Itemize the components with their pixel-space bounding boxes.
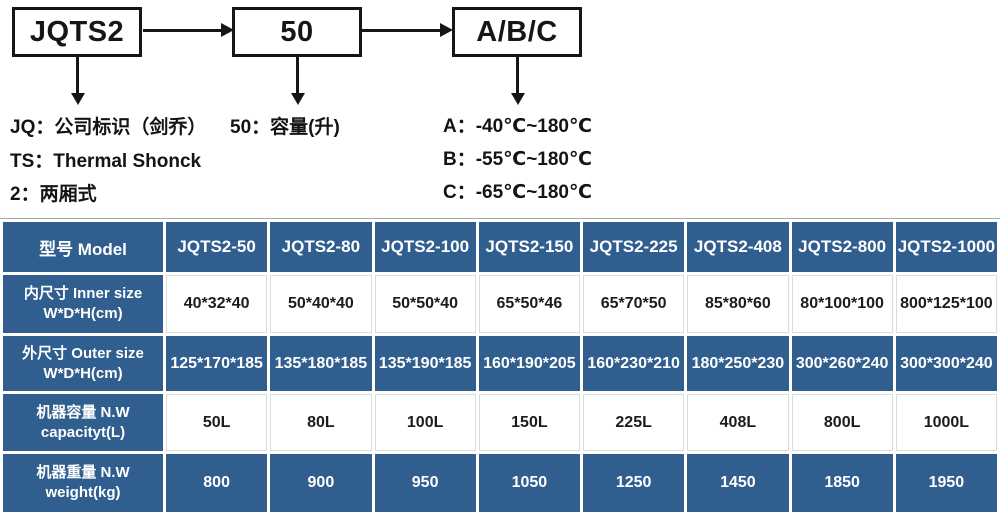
down-arrow: [291, 57, 305, 105]
value-cell: 408L: [687, 394, 789, 451]
value-cell: 300*300*240: [895, 336, 997, 391]
row-label-cell: 机器容量 N.W capacityt(L): [3, 394, 163, 451]
model-column-header: JQTS2-150: [478, 222, 580, 272]
row-label-line2: W*D*H(cm): [43, 364, 123, 382]
temp-grade-box: A/B/C: [452, 7, 582, 57]
row-label-line1: 内尺寸 Inner size: [23, 285, 143, 302]
value-cell: 65*70*50: [583, 275, 685, 333]
right-arrow: [362, 23, 453, 37]
value-cell: 950: [374, 454, 476, 512]
down-arrow: [511, 57, 525, 105]
value-cell: 800: [166, 454, 268, 512]
value-cell: 180*250*230: [687, 336, 789, 391]
arrowhead-down-icon: [511, 93, 525, 105]
value-cell: 100L: [374, 394, 476, 451]
note-grade-b: B：-55℃~180℃: [443, 149, 592, 170]
value-cell: 160*190*205: [478, 336, 580, 391]
down-arrow: [71, 57, 85, 105]
value-cell: 1850: [791, 454, 893, 512]
model-prefix-label: JQTS2: [29, 15, 125, 48]
value-cell: 150L: [478, 394, 580, 451]
value-cell: 900: [270, 454, 372, 512]
value-cell: 50*40*40: [270, 275, 372, 333]
note-prefix-2: 2：两厢式: [10, 184, 97, 205]
model-column-header: JQTS2-50: [166, 222, 268, 272]
value-cell: 1050: [478, 454, 580, 512]
row-label-line1: 机器容量 N.W: [36, 403, 130, 421]
row-label-line2: weight(kg): [45, 484, 121, 501]
row-label-cell: 机器重量 N.W weight(kg): [3, 454, 163, 512]
arrowhead-down-icon: [71, 93, 85, 105]
note-prefix-jq: JQ：公司标识（剑乔）: [10, 117, 207, 138]
value-cell: 80*100*100: [791, 275, 893, 333]
value-cell: 40*32*40: [166, 275, 268, 333]
row-label-line2: W*D*H(cm): [43, 305, 123, 322]
value-cell: 1250: [583, 454, 685, 512]
arrowhead-right-icon: [440, 23, 453, 37]
row-label-line1: 机器重量 N.W: [36, 464, 130, 481]
value-cell: 1000L: [895, 394, 997, 451]
temp-grade-label: A/B/C: [476, 15, 558, 48]
model-column-header: JQTS2-100: [374, 222, 476, 272]
model-column-header: JQTS2-800: [791, 222, 893, 272]
model-column-header: JQTS2-225: [583, 222, 685, 272]
model-column-header: JQTS2-1000: [895, 222, 997, 272]
row-label-line2: capacityt(L): [40, 423, 126, 441]
value-cell: 1450: [687, 454, 789, 512]
arrowhead-down-icon: [291, 93, 305, 105]
value-cell: 85*80*60: [687, 275, 789, 333]
value-cell: 65*50*46: [478, 275, 580, 333]
note-grade-c: C：-65℃~180℃: [443, 182, 592, 203]
value-cell: 125*170*185: [166, 336, 268, 391]
value-cell: 50L: [166, 394, 268, 451]
model-prefix-box: JQTS2: [12, 7, 142, 57]
value-cell: 300*260*240: [791, 336, 893, 391]
value-cell: 1950: [895, 454, 997, 512]
model-header-cell: 型号 Model: [3, 222, 163, 272]
model-column-header: JQTS2-80: [270, 222, 372, 272]
note-capacity: 50：容量(升): [230, 117, 340, 138]
value-cell: 800*125*100: [895, 275, 997, 333]
model-naming-diagram: JQTS2 50 A/B/C JQ：公司标识（剑乔） TS：Thermal Sh…: [0, 0, 1000, 218]
note-prefix-ts: TS：Thermal Shonck: [10, 151, 202, 172]
value-cell: 160*230*210: [583, 336, 685, 391]
row-label-line1: 外尺寸 Outer size: [22, 344, 144, 362]
value-cell: 135*190*185: [374, 336, 476, 391]
value-cell: 800L: [791, 394, 893, 451]
model-column-header: JQTS2-408: [687, 222, 789, 272]
value-cell: 135*180*185: [270, 336, 372, 391]
value-cell: 80L: [270, 394, 372, 451]
value-cell: 50*50*40: [374, 275, 476, 333]
note-grade-a: A：-40℃~180℃: [443, 116, 592, 137]
right-arrow: [143, 23, 234, 37]
capacity-code-box: 50: [232, 7, 362, 57]
capacity-code-label: 50: [280, 15, 314, 48]
arrowhead-right-icon: [221, 23, 234, 37]
value-cell: 225L: [583, 394, 685, 451]
